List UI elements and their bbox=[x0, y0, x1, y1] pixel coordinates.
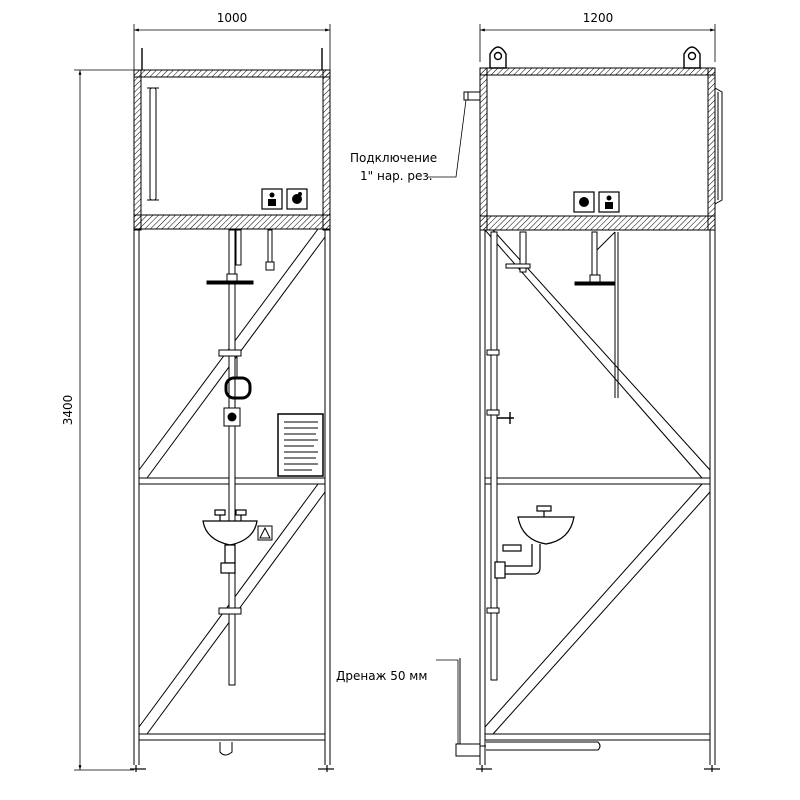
front-eye-wash-bowl bbox=[202, 509, 258, 574]
front-pull-handle bbox=[224, 356, 252, 400]
front-tank-wall-right bbox=[322, 69, 331, 231]
front-drain-outlet bbox=[219, 742, 233, 756]
drain-label: Дренаж 50 мм bbox=[336, 669, 427, 683]
dimension-front-width bbox=[133, 24, 331, 70]
connection-leader bbox=[428, 99, 467, 178]
lifting-eye-icon bbox=[489, 46, 701, 69]
side-middle-beam bbox=[485, 477, 710, 485]
side-top-beam bbox=[479, 67, 716, 76]
drain-leader bbox=[436, 659, 459, 744]
side-feet bbox=[476, 765, 720, 772]
shower-sign-icon bbox=[286, 188, 308, 210]
side-shower-head bbox=[574, 274, 616, 286]
front-width-label: 1000 bbox=[217, 11, 248, 25]
side-supply-pipe bbox=[486, 231, 500, 681]
side-valve-handle bbox=[497, 412, 514, 424]
front-feet bbox=[130, 765, 334, 772]
front-tank-floor bbox=[133, 214, 331, 230]
warning-sign-icon bbox=[257, 525, 273, 541]
connection-label-line2: 1" нар. рез. bbox=[360, 169, 433, 183]
front-top-beam bbox=[133, 69, 331, 78]
eye-wash-sign-icon bbox=[261, 188, 283, 210]
side-inlet-connection bbox=[463, 91, 481, 101]
side-tank-wall-left bbox=[479, 67, 488, 231]
side-eye-wash-bowl bbox=[494, 505, 575, 579]
connection-label-line1: Подключение bbox=[350, 151, 437, 165]
side-width-label: 1200 bbox=[583, 11, 614, 25]
front-shower-pipe bbox=[228, 229, 275, 686]
front-valve bbox=[223, 407, 241, 427]
side-tank-wall-right bbox=[707, 67, 716, 231]
side-diagonal-braces bbox=[484, 229, 711, 735]
side-posts bbox=[479, 230, 716, 765]
side-eye-wash-sign-icon bbox=[598, 191, 620, 213]
front-posts bbox=[133, 229, 331, 765]
side-drain-pipe bbox=[455, 658, 601, 757]
height-label: 3400 bbox=[61, 395, 75, 426]
side-view bbox=[455, 46, 723, 772]
front-view bbox=[130, 48, 334, 772]
side-shower-pipe bbox=[505, 231, 619, 398]
front-pipe-clamps bbox=[218, 349, 242, 615]
front-level-gauge bbox=[147, 87, 159, 201]
side-bottom-beam bbox=[485, 733, 710, 741]
dimension-height bbox=[74, 69, 134, 771]
instruction-plate-icon bbox=[277, 413, 324, 477]
front-shower-head bbox=[206, 273, 254, 285]
side-level-gauge bbox=[714, 87, 723, 205]
front-bottom-beam bbox=[139, 733, 325, 741]
front-tank-wall-left bbox=[133, 69, 142, 231]
side-tank-floor bbox=[479, 215, 716, 231]
side-shower-sign-icon bbox=[573, 191, 595, 213]
dimension-side-width bbox=[479, 24, 716, 62]
